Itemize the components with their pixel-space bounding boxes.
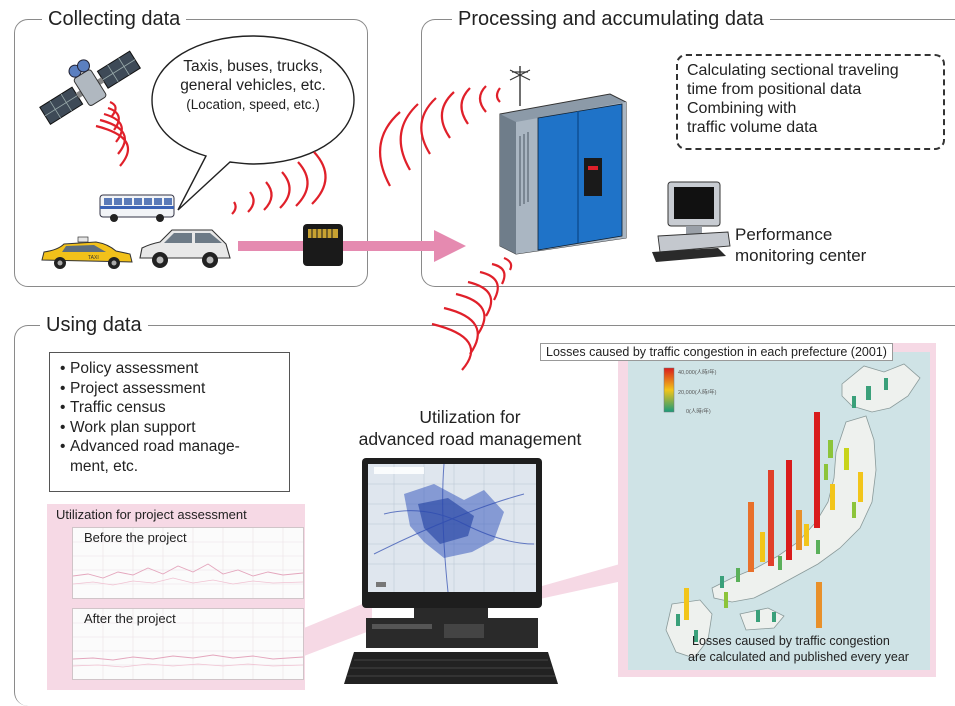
server-icon xyxy=(499,66,627,255)
map-bars xyxy=(676,378,888,642)
processing-note: Calculating sectional traveling time fro… xyxy=(676,54,945,150)
processing-data-title: Processing and accumulating data xyxy=(452,8,770,30)
uses-item: •Traffic census xyxy=(60,399,166,416)
taxi-icon: TAXI xyxy=(41,236,133,269)
center-line-1: Performance xyxy=(735,225,833,244)
bus-icon xyxy=(99,194,175,222)
caption-line-1: Utilization for xyxy=(419,407,521,427)
map-footer-line-2: are calculated and published every year xyxy=(688,650,909,664)
map-footer-line-1: Losses caused by traffic congestion xyxy=(692,634,890,648)
after-chart-plot xyxy=(72,609,304,679)
uses-item: •Advanced road manage- xyxy=(60,438,240,455)
advanced-management-caption: Utilization for advanced road management xyxy=(320,406,620,450)
bubble-text: Taxis, buses, trucks, general vehicles, … xyxy=(163,57,343,114)
center-line-2: monitoring center xyxy=(735,246,867,265)
satellite-icon xyxy=(39,50,141,125)
processing-note-line-4: traffic volume data xyxy=(687,119,818,136)
before-project-chart xyxy=(72,527,304,599)
monitoring-center-label: Performance monitoring center xyxy=(735,224,866,266)
caption-line-2: advanced road management xyxy=(358,429,582,449)
car-icon xyxy=(139,229,231,268)
antenna-signal-icon xyxy=(378,85,501,187)
project-assessment-title: Utilization for project assessment xyxy=(56,507,247,522)
vehicle-signal-icon xyxy=(231,151,327,215)
before-project-label: Before the project xyxy=(84,530,187,545)
connector-right xyxy=(535,562,627,600)
processing-note-line-3: Combining with xyxy=(687,100,797,117)
satellite-signal-icon xyxy=(95,100,130,167)
map-footer: Losses caused by traffic congestion are … xyxy=(688,633,909,665)
before-chart-plot xyxy=(72,528,304,598)
computer-icon xyxy=(344,458,558,684)
after-project-chart xyxy=(72,608,304,680)
bubble-line-3: (Location, speed, etc.) xyxy=(186,97,320,112)
processing-note-line-1: Calculating sectional traveling xyxy=(687,62,899,79)
collecting-data-panel xyxy=(14,19,368,287)
uses-item: •Policy assessment xyxy=(60,360,199,377)
using-data-panel xyxy=(14,325,955,706)
data-chip-icon xyxy=(303,224,343,266)
after-project-label: After the project xyxy=(84,611,176,626)
downlink-signal-icon xyxy=(431,256,513,371)
collecting-data-title: Collecting data xyxy=(42,8,187,30)
uses-item: ment, etc. xyxy=(70,457,139,475)
connector-left xyxy=(304,600,372,656)
uses-item: •Project assessment xyxy=(60,379,206,397)
taxi-sign-text: TAXI xyxy=(88,255,99,261)
speech-bubble xyxy=(151,35,355,211)
bubble-line-1: Taxis, buses, trucks, xyxy=(183,58,323,75)
processing-note-line-2: time from positional data xyxy=(687,81,862,98)
map-legend-mid: 20,000(人時/年) xyxy=(678,390,717,396)
uses-item: •Work plan support xyxy=(60,418,196,436)
bubble-line-2: general vehicles, etc. xyxy=(180,77,326,94)
using-data-title: Using data xyxy=(40,314,148,336)
workstation-icon xyxy=(652,181,731,262)
japan-map xyxy=(663,363,921,659)
map-legend-top: 40,000(人時/年) xyxy=(678,370,717,376)
uses-list: •Policy assessment •Project assessment •… xyxy=(49,352,290,492)
map-panel-title: Losses caused by traffic congestion in e… xyxy=(540,343,893,361)
map-legend-bottom: 0(人時/年) xyxy=(686,409,711,415)
